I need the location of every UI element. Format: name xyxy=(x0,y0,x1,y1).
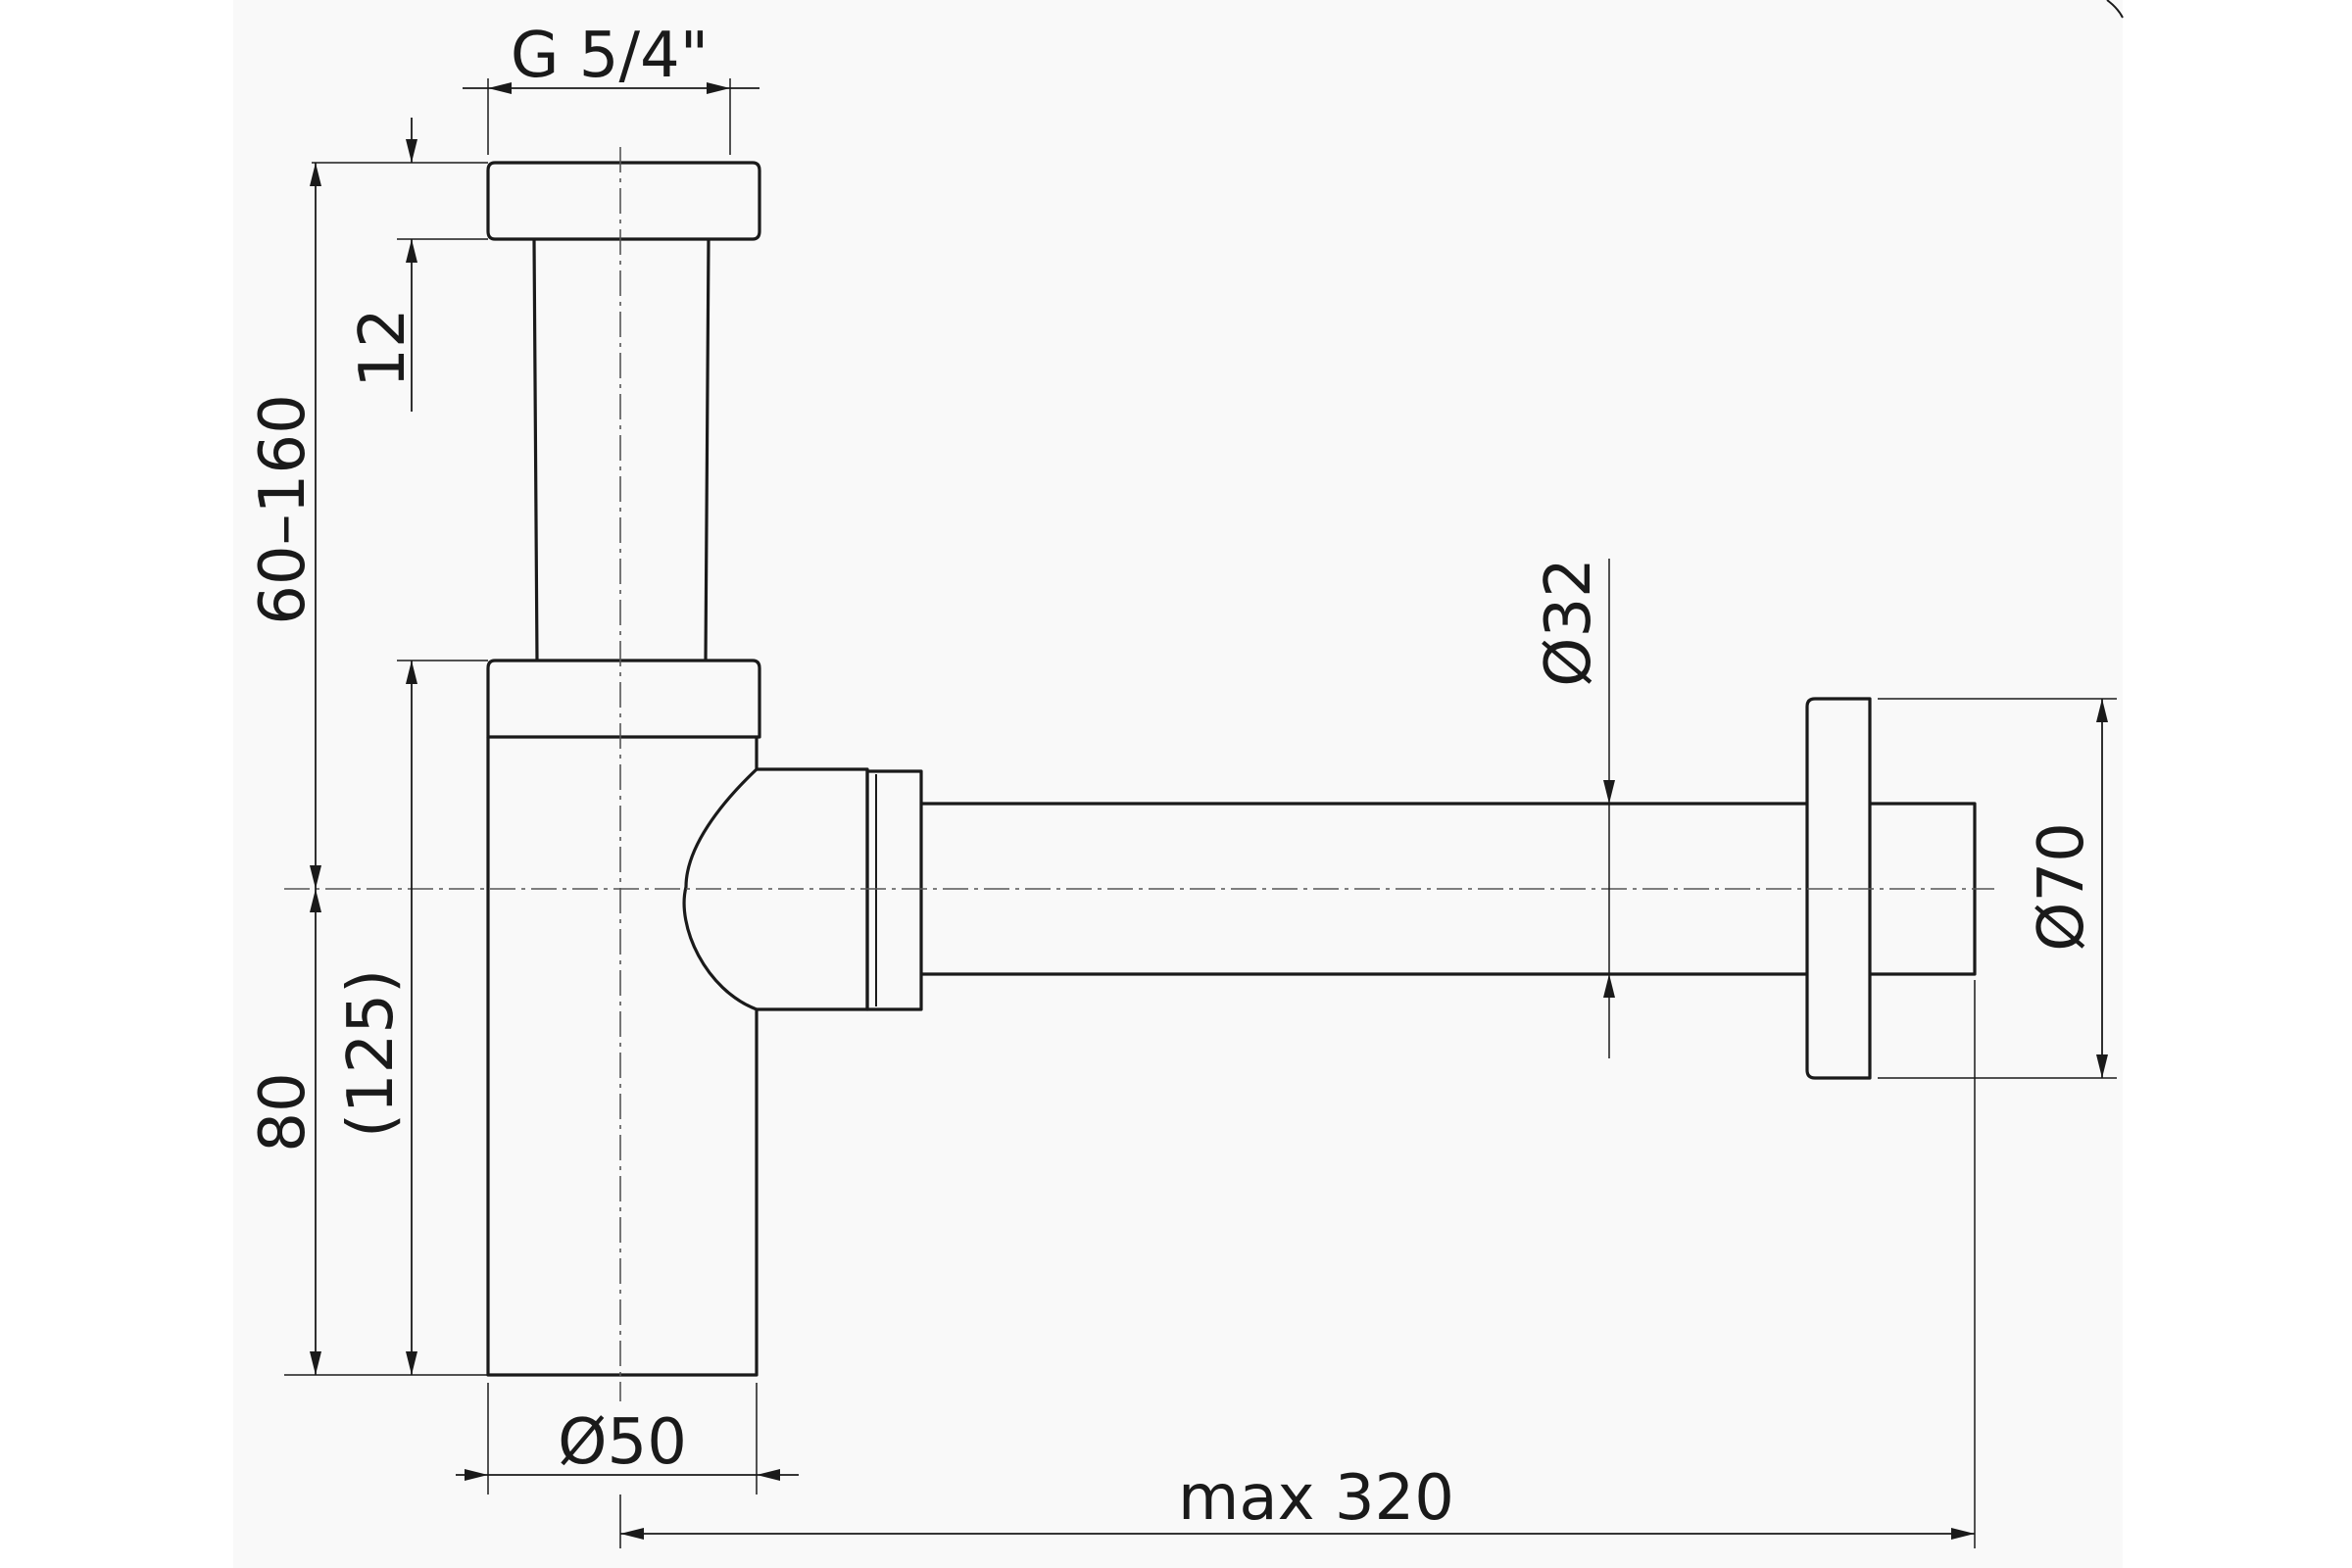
inlet-tube xyxy=(532,238,710,662)
outlet-height-label: 80 xyxy=(247,1072,319,1152)
body-diameter-dimension: Ø50 xyxy=(456,1406,799,1481)
thread-dimension: G 5/4" xyxy=(463,20,760,94)
outlet-height-alt-label: (125) xyxy=(335,969,408,1138)
flange-diameter-dimension: Ø70 xyxy=(2026,699,2108,1078)
pipe-diameter-dimension: Ø32 xyxy=(1533,558,1615,998)
nut-height-dimension: 12 xyxy=(347,118,419,412)
bottle-shell xyxy=(486,737,759,1377)
outlet-pipe xyxy=(921,802,1807,976)
wall-flange xyxy=(1805,697,1872,1080)
corner-mark xyxy=(2106,0,2124,19)
nut-height-label: 12 xyxy=(347,308,419,387)
connecting-ring xyxy=(486,659,761,739)
max-length-label: max 320 xyxy=(1178,1462,1454,1535)
pipe-diameter-label: Ø32 xyxy=(1533,558,1605,687)
outlet-nut xyxy=(865,769,923,1011)
drawing-sheet xyxy=(233,0,2123,1568)
body-diameter-label: Ø50 xyxy=(558,1406,687,1479)
max-length-dimension: max 320 xyxy=(620,1462,1975,1540)
inlet-height-dimension: 60–160 xyxy=(247,163,321,889)
flange-diameter-label: Ø70 xyxy=(2026,822,2098,952)
outlet-height-dimension: 80 xyxy=(247,889,321,1375)
inlet-height-label: 60–160 xyxy=(247,394,319,625)
outlet-height-alt-dimension: (125) xyxy=(335,661,417,1375)
top-nut xyxy=(486,161,761,241)
trap-body xyxy=(486,161,869,1377)
thread-label: G 5/4" xyxy=(511,20,709,92)
